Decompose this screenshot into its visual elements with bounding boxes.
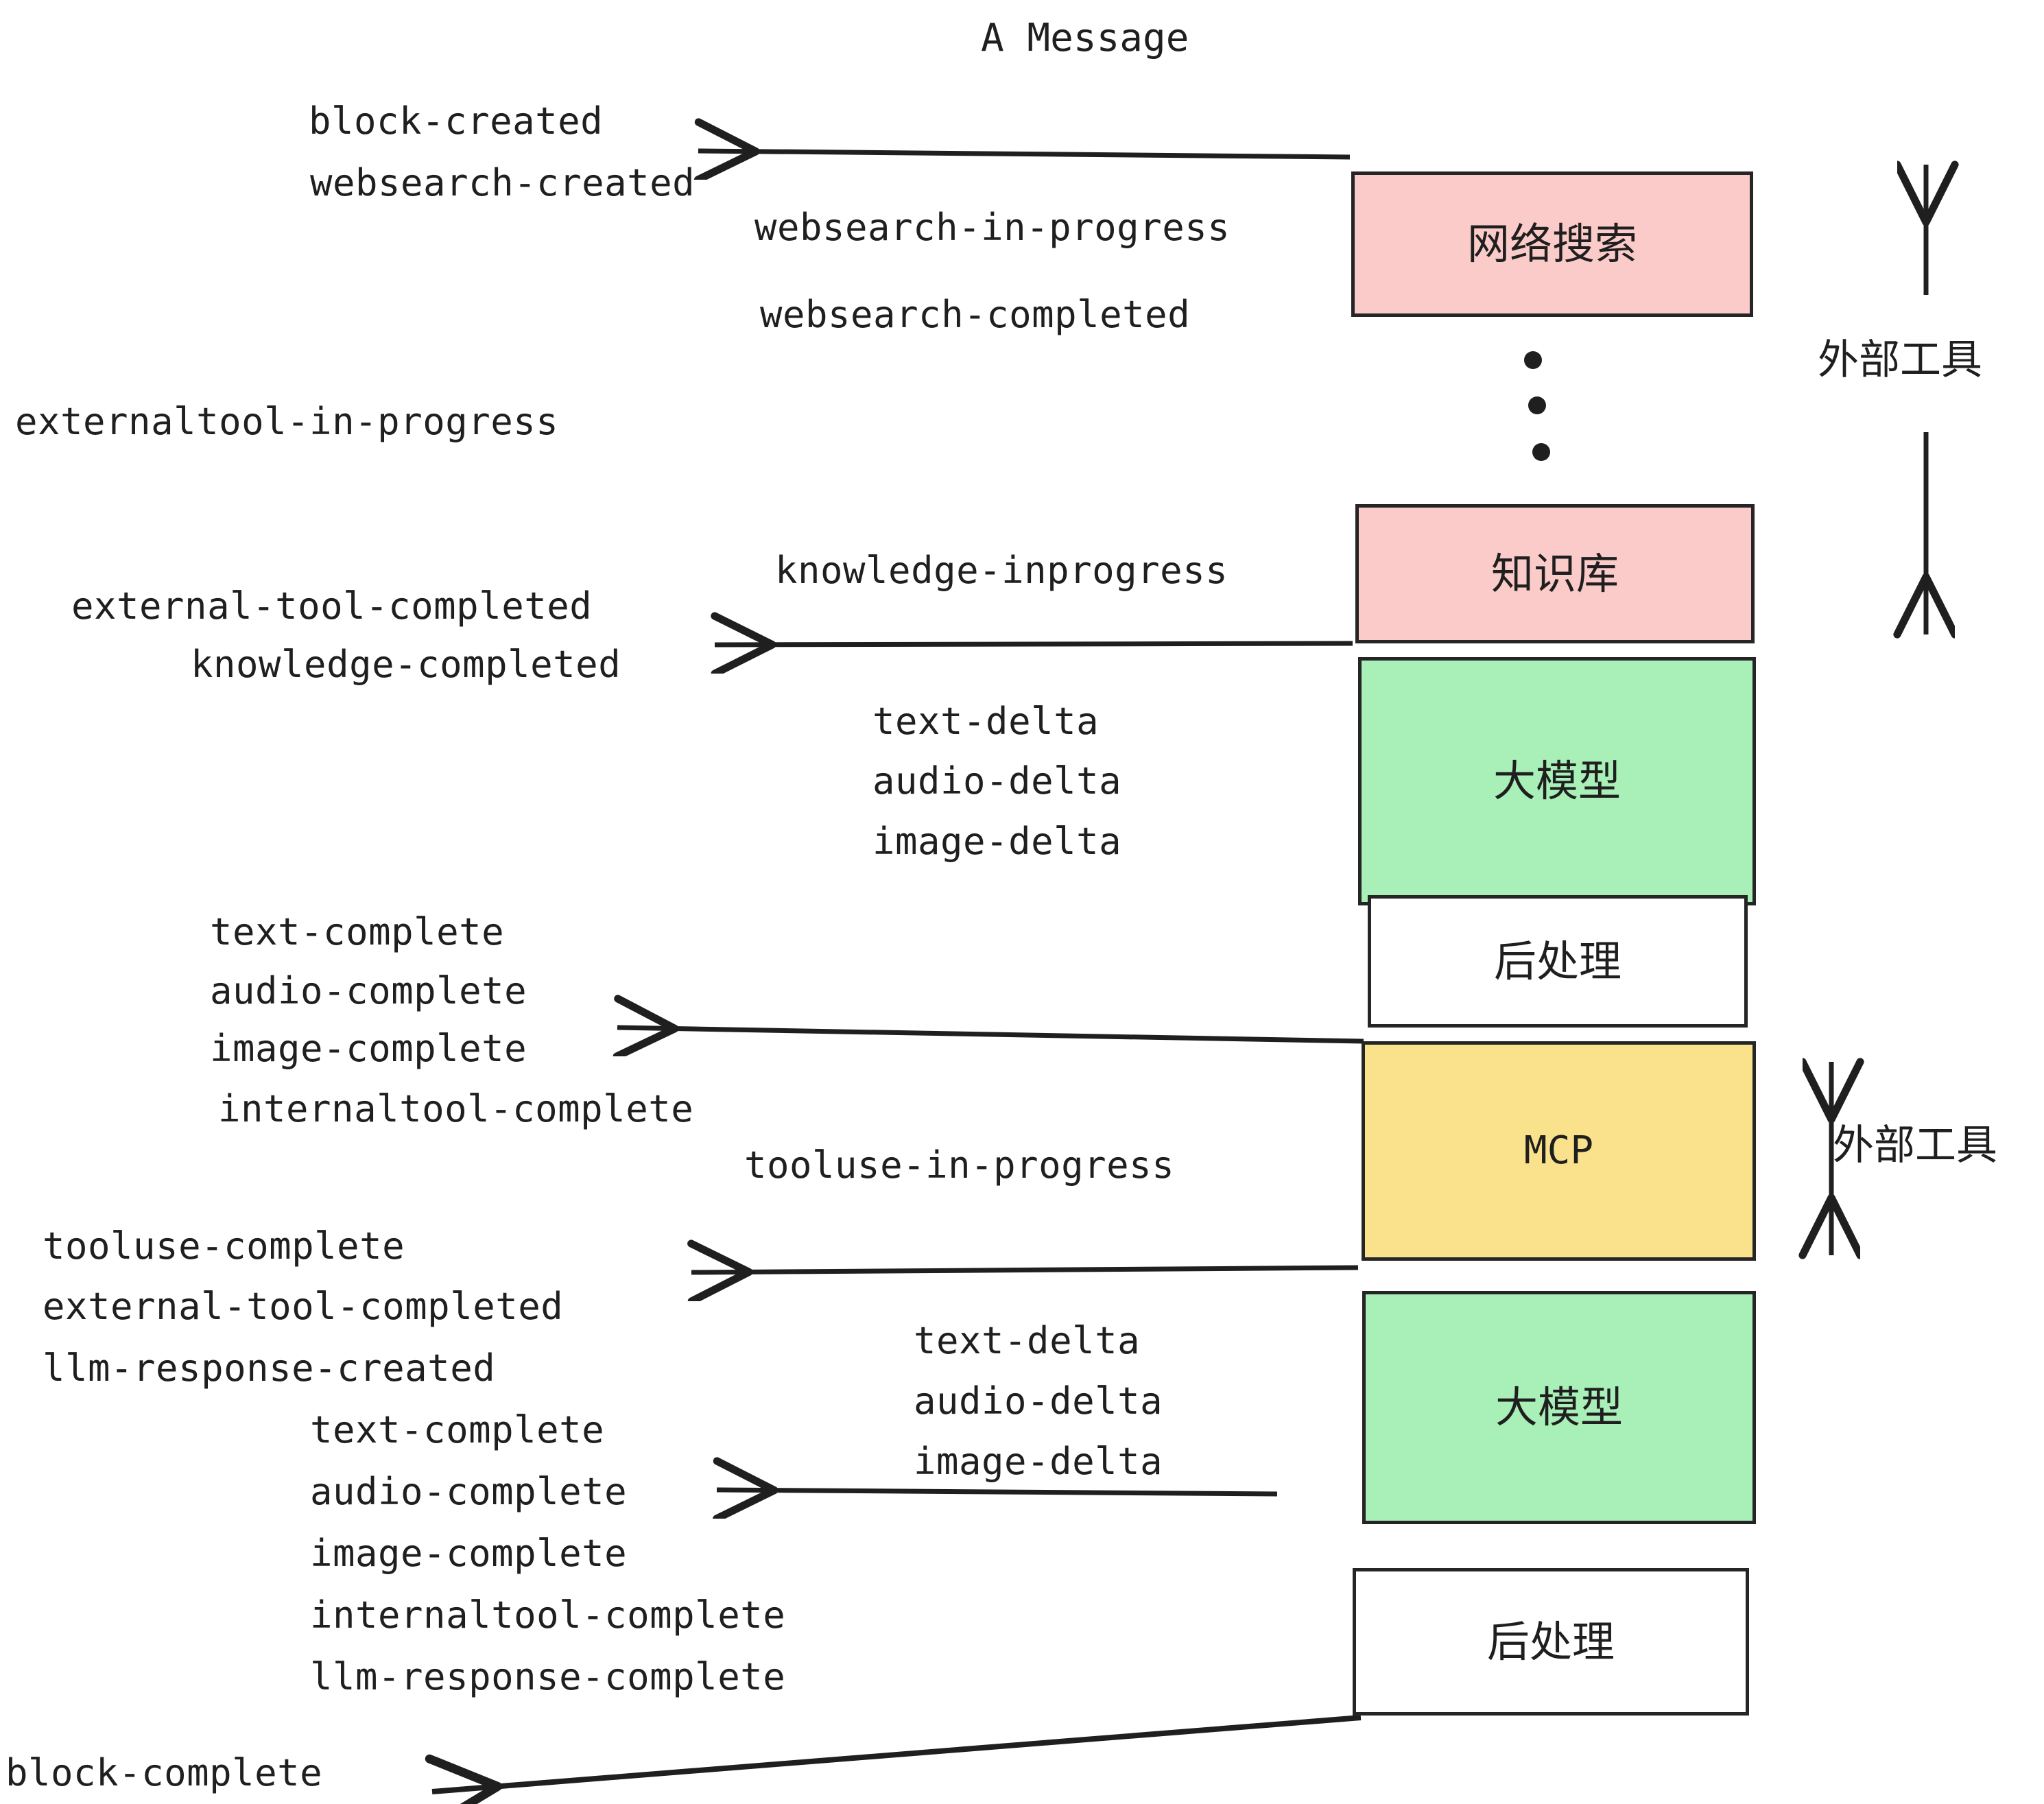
event-internaltool-complete-2: internaltool-complete [310, 1593, 786, 1637]
external-tool-label-top: 外部工具 [1818, 336, 1982, 384]
event-image-delta-2: image-delta [914, 1440, 1163, 1483]
node-postproc-2[interactable]: 后处理 [1353, 1568, 1749, 1716]
event-internaltool-complete-1: internaltool-complete [218, 1087, 694, 1130]
node-websearch-label: 网络搜索 [1466, 219, 1637, 269]
event-audio-delta-2: audio-delta [914, 1379, 1163, 1423]
event-block-complete: block-complete [5, 1751, 323, 1794]
event-text-delta-1: text-delta [872, 700, 1100, 743]
node-llm-1[interactable]: 大模型 [1358, 657, 1756, 905]
node-mcp-label: MCP [1523, 1128, 1594, 1173]
event-external-tool-completed-1: external-tool-completed [71, 584, 593, 628]
event-externaltool-in-progress: externaltool-in-progress [15, 400, 559, 443]
event-tooluse-complete: tooluse-complete [43, 1224, 405, 1268]
node-postproc-2-label: 后处理 [1486, 1616, 1615, 1667]
arrow-postproc2-to-block-complete [432, 1715, 1362, 1792]
event-audio-complete-2: audio-complete [310, 1470, 628, 1513]
event-websearch-created: websearch-created [310, 161, 696, 204]
node-llm-2-label: 大模型 [1495, 1382, 1623, 1432]
arrow-knowledge-to-completed [715, 643, 1353, 645]
event-audio-delta-1: audio-delta [872, 759, 1122, 803]
event-text-complete-1: text-complete [210, 910, 505, 953]
event-text-delta-2: text-delta [914, 1319, 1141, 1362]
arrow-postproc-to-image-complete [617, 1028, 1364, 1041]
node-postproc-1[interactable]: 后处理 [1368, 895, 1748, 1028]
event-block-created: block-created [309, 99, 604, 143]
node-postproc-1-label: 后处理 [1493, 936, 1621, 986]
vertical-ellipsis-dot-3 [1532, 443, 1550, 461]
event-image-complete-1: image-complete [210, 1027, 527, 1070]
arrow-mcp-to-tooluse-complete [691, 1268, 1359, 1272]
event-knowledge-completed: knowledge-completed [191, 643, 621, 686]
arrow-llm2-to-audio-complete [717, 1490, 1278, 1494]
node-knowledge-label: 知识库 [1490, 548, 1619, 599]
external-tool-label-bottom: 外部工具 [1833, 1121, 1997, 1170]
node-llm-2[interactable]: 大模型 [1362, 1291, 1756, 1524]
node-websearch[interactable]: 网络搜索 [1351, 171, 1753, 317]
event-websearch-in-progress: websearch-in-progress [754, 206, 1231, 249]
event-tooluse-in-progress: tooluse-in-progress [744, 1143, 1175, 1187]
event-websearch-completed: websearch-completed [760, 293, 1191, 336]
event-image-complete-2: image-complete [310, 1532, 628, 1575]
vertical-ellipsis-dot-1 [1524, 351, 1542, 369]
event-external-tool-completed-2: external-tool-completed [43, 1285, 564, 1328]
vertical-ellipsis-dot-2 [1528, 396, 1546, 414]
diagram-title: A Message [981, 16, 1189, 60]
node-llm-1-label: 大模型 [1493, 756, 1621, 806]
arrow-websearch-to-block-created [698, 151, 1351, 157]
event-audio-complete-1: audio-complete [210, 969, 527, 1012]
event-image-delta-1: image-delta [872, 820, 1122, 863]
event-llm-response-created: llm-response-created [43, 1346, 496, 1390]
event-knowledge-inprogress: knowledge-inprogress [775, 549, 1228, 592]
event-llm-response-complete: llm-response-complete [310, 1655, 786, 1698]
node-mcp[interactable]: MCP [1362, 1041, 1756, 1261]
event-text-complete-2: text-complete [310, 1408, 605, 1451]
node-knowledge[interactable]: 知识库 [1355, 504, 1755, 643]
